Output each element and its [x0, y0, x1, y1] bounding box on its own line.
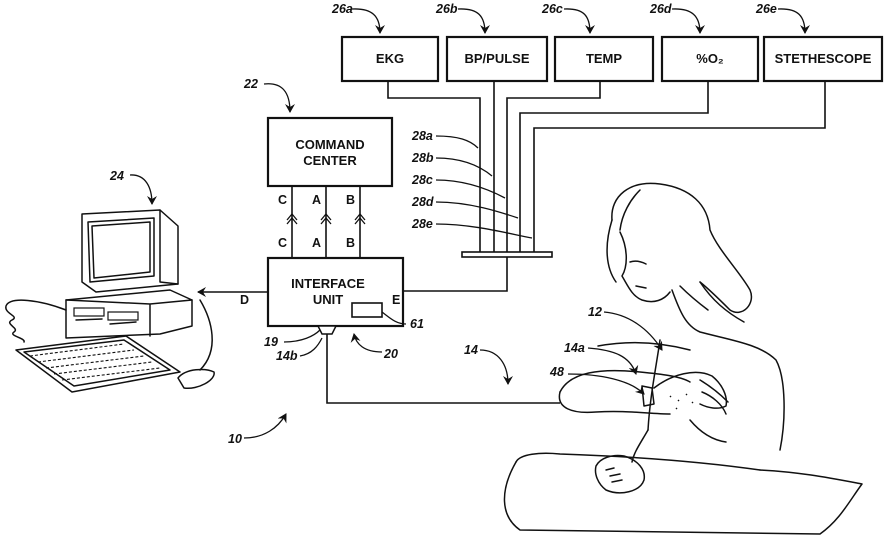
sensor-module — [352, 303, 382, 317]
channel-e: E — [392, 293, 400, 307]
channels: C A B C A B — [278, 186, 365, 258]
line-refs: 28a 28b 28c 28d 28e — [411, 129, 532, 238]
command-center-line2: CENTER — [303, 153, 357, 168]
interface-unit: INTERFACE UNIT — [268, 258, 403, 334]
ref-26e: 26e — [755, 2, 777, 16]
device-bp-pulse: BP/PULSE — [447, 37, 547, 81]
ref-24: 24 — [109, 169, 124, 183]
ref-28c: 28c — [411, 173, 433, 187]
connector-port — [318, 326, 336, 334]
device-stethescope: STETHESCOPE — [764, 37, 882, 81]
device-o2-label: %O₂ — [696, 51, 724, 66]
ref-48: 48 — [549, 365, 564, 379]
device-o2: %O₂ — [662, 37, 758, 81]
computer: 24 — [6, 169, 214, 392]
ref-28a: 28a — [411, 129, 433, 143]
channel-a-lower: A — [312, 236, 321, 250]
interface-unit-line2: UNIT — [313, 292, 343, 307]
patient-illustration — [504, 183, 862, 534]
patient-cable — [327, 334, 560, 403]
interface-unit-line1: INTERFACE — [291, 276, 365, 291]
command-center: COMMAND CENTER — [268, 118, 392, 186]
ref-61: 61 — [410, 317, 424, 331]
ref-10: 10 — [228, 432, 242, 446]
device-temp-label: TEMP — [586, 51, 622, 66]
channel-c-lower: C — [278, 236, 287, 250]
channel-b-lower: B — [346, 236, 355, 250]
ref-14b: 14b — [276, 349, 298, 363]
ref-26c: 26c — [541, 2, 563, 16]
channel-b-upper: B — [346, 193, 355, 207]
channel-d: D — [240, 293, 249, 307]
ref-28e: 28e — [411, 217, 433, 231]
device-stethescope-label: STETHESCOPE — [775, 51, 872, 66]
device-bp-pulse-label: BP/PULSE — [464, 51, 529, 66]
ref-26b: 26b — [435, 2, 458, 16]
ref-22: 22 — [243, 77, 258, 91]
device-ekg-label: EKG — [376, 51, 404, 66]
channel-a-upper: A — [312, 193, 321, 207]
device-temp: TEMP — [555, 37, 653, 81]
ref-14: 14 — [464, 343, 478, 357]
command-center-line1: COMMAND — [295, 137, 364, 152]
ref-19: 19 — [264, 335, 278, 349]
ref-28d: 28d — [411, 195, 434, 209]
ref-20: 20 — [383, 347, 398, 361]
channel-c-upper: C — [278, 193, 287, 207]
ref-26a: 26a — [331, 2, 353, 16]
device-ekg: EKG — [342, 37, 438, 81]
ref-28b: 28b — [411, 151, 434, 165]
device-cables — [388, 81, 825, 291]
ref-12: 12 — [588, 305, 602, 319]
device-refs: 26a 26b 26c 26d 26e — [331, 2, 805, 33]
ref-14a: 14a — [564, 341, 585, 355]
ref-26d: 26d — [649, 2, 672, 16]
